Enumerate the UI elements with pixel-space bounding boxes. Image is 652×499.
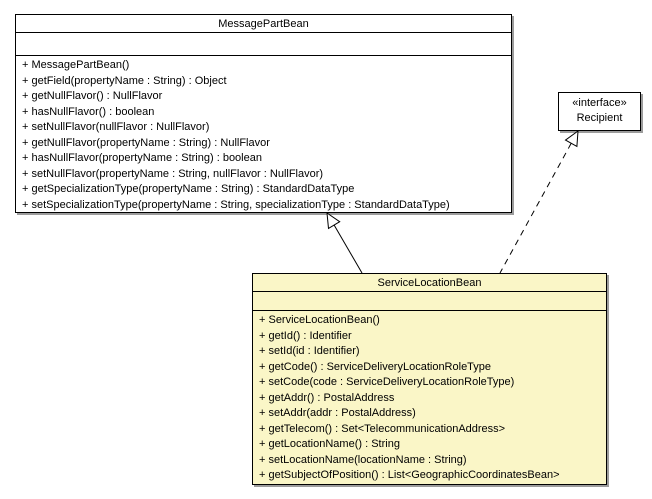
- attributes-compartment-servicelocationbean: [253, 292, 606, 311]
- class-box-servicelocationbean[interactable]: ServiceLocationBean + ServiceLocationBea…: [252, 273, 607, 485]
- interface-box-recipient[interactable]: «interface» Recipient: [558, 92, 641, 131]
- method-item: + getSpecializationType(propertyName : S…: [22, 183, 355, 195]
- method-item: + hasNullFlavor() : boolean: [22, 105, 155, 118]
- method-item: + hasNullFlavor(propertyName : String) :…: [22, 152, 262, 164]
- method-item: + MessagePartBean(): [22, 59, 130, 71]
- generalization-edge: [333, 224, 363, 274]
- method-item: + getLocationName() : String: [259, 438, 400, 450]
- method-item: + ServiceLocationBean(): [259, 314, 380, 326]
- method-item: + getCode() : ServiceDeliveryLocationRol…: [259, 360, 492, 373]
- realization-arrowhead: [564, 129, 579, 148]
- class-title-servicelocationbean[interactable]: ServiceLocationBean: [253, 274, 606, 292]
- class-box-messagepartbean[interactable]: MessagePartBean + MessagePartBean() + get…: [15, 14, 512, 213]
- methods-compartment-messagepartbean: + MessagePartBean() + getField(propertyNa…: [16, 56, 511, 213]
- method-item: + setId(id : Identifier): [259, 345, 360, 357]
- method-item: + getField(propertyName : String) : Obje…: [22, 74, 227, 87]
- method-item: + getSubjectOfPosition() : List<Geograph…: [259, 469, 560, 481]
- method-item: + setCode(code : ServiceDeliveryLocation…: [259, 376, 515, 388]
- method-item: + setNullFlavor(nullFlavor : NullFlavor): [22, 121, 210, 133]
- interface-title-recipient[interactable]: Recipient: [576, 112, 623, 124]
- generalization-arrowhead: [326, 211, 341, 230]
- method-item: + setSpecializationType(propertyName : S…: [22, 198, 450, 211]
- method-item: + getNullFlavor() : NullFlavor: [22, 90, 163, 102]
- attributes-compartment-messagepartbean: [16, 33, 511, 56]
- method-item: + setNullFlavor(propertyName : String, n…: [22, 167, 324, 180]
- method-item: + getAddr() : PostalAddress: [259, 391, 395, 404]
- method-item: + getTelecom() : Set<TelecommunicationAd…: [259, 422, 506, 435]
- method-item: + getId() : Identifier: [259, 329, 352, 342]
- method-item: + setAddr(addr : PostalAddress): [259, 407, 416, 419]
- class-title-messagepartbean[interactable]: MessagePartBean: [16, 15, 511, 33]
- methods-compartment-servicelocationbean: + ServiceLocationBean() + getId() : Ident…: [253, 311, 606, 484]
- method-item: + setLocationName(locationName : String): [259, 453, 467, 466]
- interface-stereotype: «interface»: [572, 97, 627, 109]
- method-item: + getNullFlavor(propertyName : String) :…: [22, 136, 270, 149]
